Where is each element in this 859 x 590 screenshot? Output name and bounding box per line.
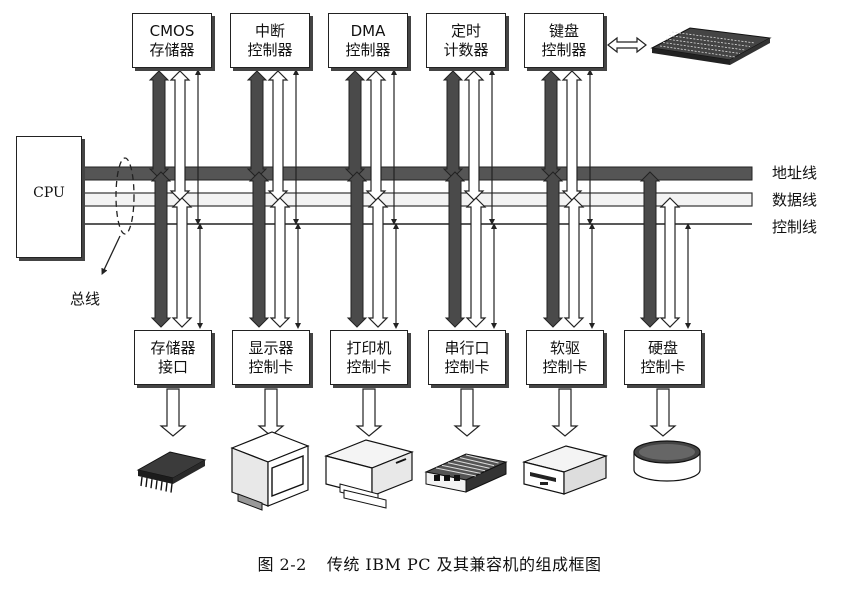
cmos-memory-box: CMOS 存储器 [132, 13, 212, 68]
interrupt-line2: 控制器 [247, 40, 293, 59]
serial-card-icon [424, 453, 508, 493]
printer-line1: 打印机 [346, 338, 392, 357]
floppy-line2: 控制卡 [542, 357, 588, 376]
keyboard-line2: 控制器 [541, 40, 587, 59]
keyboard-controller-box: 键盘 控制器 [524, 13, 604, 68]
display-line2: 控制卡 [248, 357, 294, 376]
data-bus-arrow [561, 70, 583, 201]
memory-interface-box: 存储器 接口 [134, 330, 212, 385]
address-bus-arrow [248, 171, 270, 328]
mem-if-line2: 接口 [157, 357, 188, 376]
data-bus-arrow [659, 197, 681, 328]
peripheral-devices [136, 27, 772, 511]
data-bus-arrow [463, 70, 485, 201]
bus-loop [115, 157, 135, 235]
hard-disk-card-box: 硬盘 控制卡 [624, 330, 702, 385]
data-bus-arrow [367, 197, 389, 328]
dma-line2: 控制器 [345, 40, 391, 59]
address-bus-arrow [150, 171, 172, 328]
cpu-box: CPU [16, 136, 82, 258]
monitor-icon [230, 431, 310, 511]
serial-line1: 串行口 [444, 338, 490, 357]
address-bus-arrow [540, 70, 562, 179]
device-link-arrow [649, 388, 677, 437]
floppy-card-box: 软驱 控制卡 [526, 330, 604, 385]
address-bus-arrow [542, 171, 564, 328]
bus-connectors [148, 36, 691, 437]
hdd-line1: 硬盘 [647, 338, 678, 357]
bus-pointer-arrow [101, 235, 121, 275]
printer-card-box: 打印机 控制卡 [330, 330, 408, 385]
data-bus-arrow [465, 197, 487, 328]
data-bus [81, 192, 753, 207]
bus-label: 总线 [70, 290, 101, 308]
data-bus-arrow [169, 70, 191, 201]
data-bus-arrow [171, 197, 193, 328]
timer-counter-box: 定时 计数器 [426, 13, 506, 68]
printer-line2: 控制卡 [346, 357, 392, 376]
printer-icon [324, 439, 414, 509]
hard-disk-icon [633, 440, 701, 482]
device-link-arrow [551, 388, 579, 437]
figure-number: 图 2-2 [257, 555, 307, 574]
timer-line2: 计数器 [443, 40, 489, 59]
floppy-line1: 软驱 [549, 338, 580, 357]
serial-line2: 控制卡 [444, 357, 490, 376]
address-bus-arrow [444, 171, 466, 328]
figure-caption: 图 2-2 传统 IBM PC 及其兼容机的组成框图 [0, 551, 859, 575]
dma-line1: DMA [350, 21, 386, 40]
address-bus-arrow [442, 70, 464, 179]
floppy-drive-icon [522, 445, 608, 495]
device-link-arrow [453, 388, 481, 437]
figure-title: 传统 IBM PC 及其兼容机的组成框图 [326, 555, 602, 574]
keyboard-line1: 键盘 [548, 21, 579, 40]
data-bus-arrow [365, 70, 387, 201]
cpu-label: CPU [33, 185, 65, 201]
mem-if-line1: 存储器 [150, 338, 196, 357]
keyboard-icon [650, 27, 772, 65]
display-line1: 显示器 [248, 338, 294, 357]
control-bus-label: 控制线 [772, 218, 818, 236]
cmos-line2: 存储器 [149, 40, 195, 59]
cmos-line1: CMOS [149, 21, 195, 40]
address-bus-arrow [246, 70, 268, 179]
address-bus-arrow [639, 171, 661, 328]
keyboard-link-arrow [607, 36, 647, 54]
address-bus-arrow [346, 171, 368, 328]
address-bus-label: 地址线 [772, 164, 818, 182]
hdd-line2: 控制卡 [640, 357, 686, 376]
interrupt-line1: 中断 [254, 21, 285, 40]
data-bus-arrow [563, 197, 585, 328]
data-bus-label: 数据线 [772, 191, 818, 209]
device-link-arrow [355, 388, 383, 437]
address-bus-arrow [148, 70, 170, 179]
display-card-box: 显示器 控制卡 [232, 330, 310, 385]
timer-line1: 定时 [450, 21, 481, 40]
data-bus-arrow [269, 197, 291, 328]
serial-card-box: 串行口 控制卡 [428, 330, 506, 385]
dma-controller-box: DMA 控制器 [328, 13, 408, 68]
data-bus-arrow [267, 70, 289, 201]
device-link-arrow [257, 388, 285, 437]
device-link-arrow [159, 388, 187, 437]
memory-chip-icon [136, 451, 207, 493]
address-bus-arrow [344, 70, 366, 179]
interrupt-controller-box: 中断 控制器 [230, 13, 310, 68]
